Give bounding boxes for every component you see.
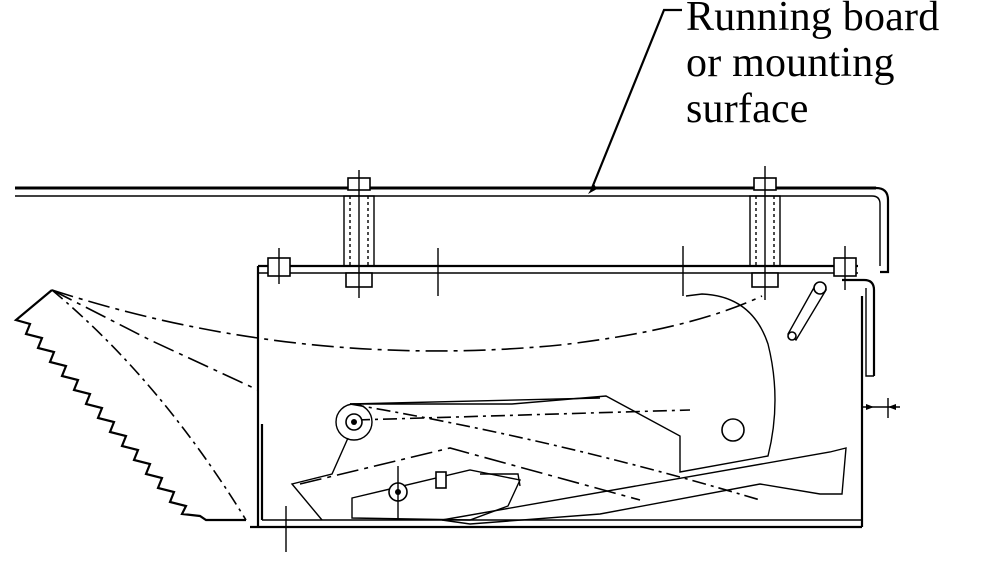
callout-line-3: surface [686,86,809,132]
callout-leader-line [590,8,682,189]
serrated-step-tread [13,289,246,522]
pivot-hub [335,403,373,441]
running-board [15,186,890,274]
stowed-step [299,403,847,525]
spacer-right [749,166,781,300]
callout-line-2: or mounting [686,40,895,86]
swing-arm [349,293,776,473]
spacer-left [343,170,375,298]
latch-link [787,281,827,342]
running-board-callout-label: Running board or mounting surface [686,0,939,132]
side-plate [842,278,900,418]
callout-line-1: Running board [686,0,940,40]
deployed-step-outline [51,289,763,521]
lower-linkage [290,437,522,521]
bolt-left [267,248,291,284]
bolt-right [833,246,857,290]
